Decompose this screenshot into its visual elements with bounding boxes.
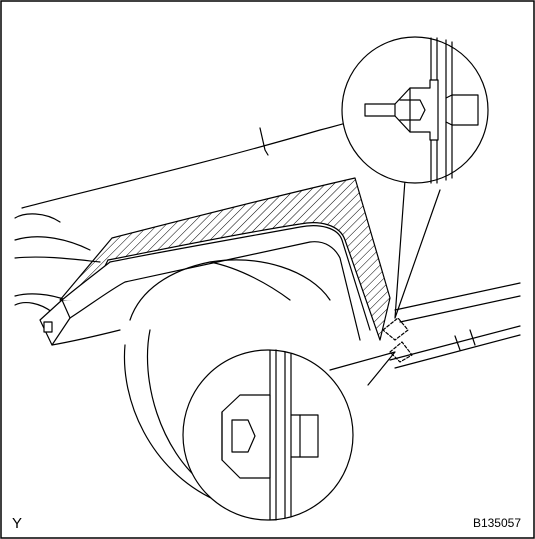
fender-liner (39, 225, 371, 346)
tire (123, 259, 331, 501)
upper-clip-detail (341, 36, 489, 184)
lower-clip-detail (182, 349, 354, 521)
figure-id-label: B135057 (472, 516, 521, 530)
fender-flare-hatched (59, 177, 391, 341)
view-code-label: Y (12, 515, 23, 532)
leader-line-lower (329, 351, 396, 386)
leader-line-upper (394, 179, 441, 319)
clip-location-marks (382, 317, 413, 363)
